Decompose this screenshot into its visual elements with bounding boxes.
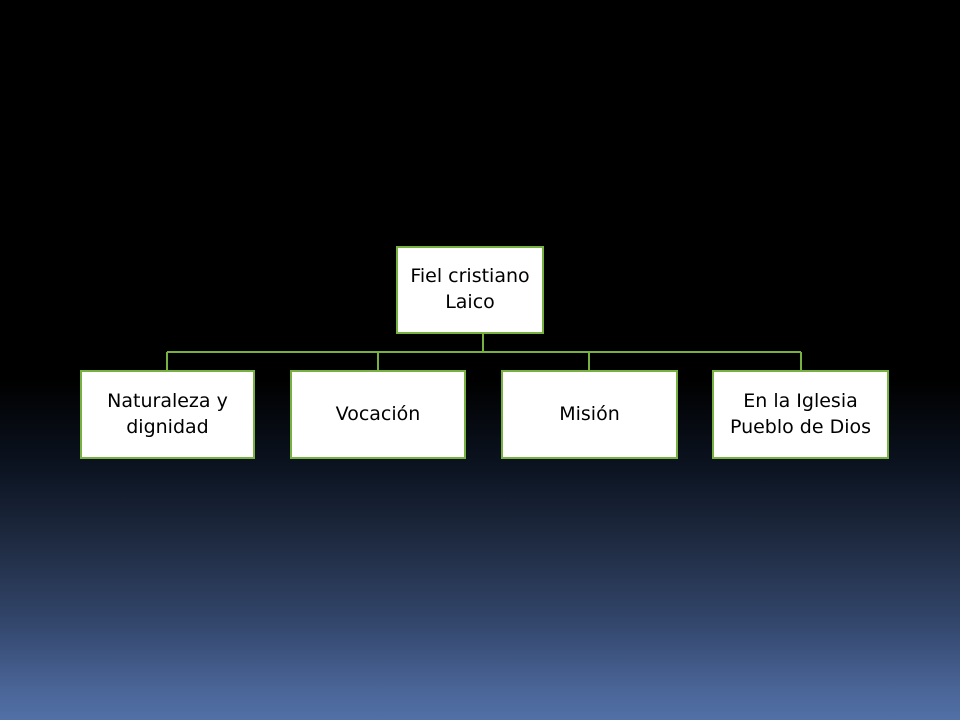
child-node-naturaleza-dignidad: Naturaleza y dignidad [80,370,255,459]
child-node-vocacion: Vocación [290,370,466,459]
root-node-fiel-cristiano-laico: Fiel cristiano Laico [396,246,544,334]
root-node-label: Fiel cristiano Laico [410,265,530,313]
child-node-label: Misión [559,402,620,425]
child-node-mision: Misión [501,370,678,459]
child-node-label: Naturaleza y dignidad [107,389,228,438]
child-node-label: En la Iglesia Pueblo de Dios [729,389,872,438]
child-node-en-la-iglesia: En la Iglesia Pueblo de Dios [712,370,889,459]
child-node-label: Vocación [335,402,421,425]
